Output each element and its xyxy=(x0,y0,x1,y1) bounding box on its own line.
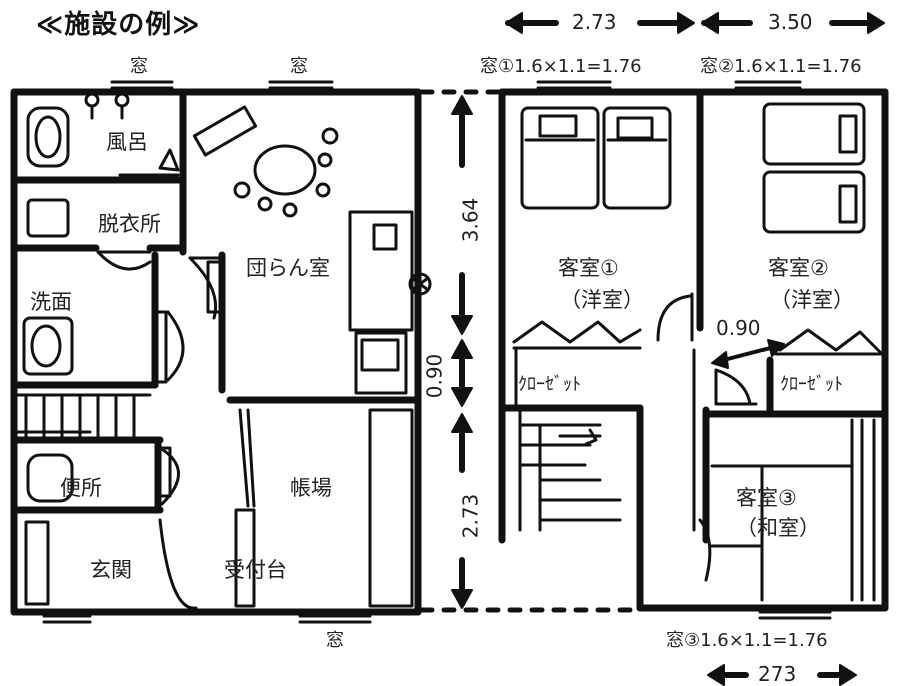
first-floor-walls xyxy=(10,88,422,616)
window-label-top-left: 窓 xyxy=(130,56,148,77)
window-spec-1: 窓①1.6×1.1=1.76 xyxy=(480,56,642,77)
closet-2: ｸﾛｰｾﾞｯﾄ xyxy=(780,374,843,395)
room-office: 帳場 xyxy=(290,476,332,500)
room-lounge: 団らん室 xyxy=(246,256,330,280)
window-label-top-center: 窓 xyxy=(290,56,308,77)
room-guest2-type: （洋室） xyxy=(770,288,854,312)
first-floor-details xyxy=(12,80,432,624)
room-guest3-type: （和室） xyxy=(736,516,820,540)
room-guest3: 客室③ xyxy=(736,486,797,510)
dim-vertical-middle: 0.90 xyxy=(422,353,447,399)
room-guest1: 客室① xyxy=(558,256,619,280)
room-washroom: 洗面 xyxy=(30,290,72,314)
window-spec-3: 窓③1.6×1.1=1.76 xyxy=(666,630,828,651)
window-label-bottom: 窓 xyxy=(326,630,344,651)
dim-vertical-upper: 3.64 xyxy=(458,197,483,243)
dim-top-right: 3.50 xyxy=(768,10,813,34)
room-guest2: 客室② xyxy=(768,256,829,280)
room-bath: 風呂 xyxy=(106,130,148,154)
room-dressing: 脱衣所 xyxy=(98,212,161,236)
room-guest1-type: （洋室） xyxy=(560,288,644,312)
dim-door-width: 0.90 xyxy=(716,316,761,340)
dashed-connectors xyxy=(419,89,643,613)
second-floor-details xyxy=(512,80,886,620)
dim-top-left: 2.73 xyxy=(572,10,617,34)
second-floor-walls xyxy=(498,88,889,612)
room-reception: 受付台 xyxy=(224,558,287,582)
closet-1: ｸﾛｰｾﾞｯﾄ xyxy=(518,374,581,395)
window-spec-2: 窓②1.6×1.1=1.76 xyxy=(700,56,862,77)
room-entrance: 玄関 xyxy=(90,558,132,582)
diagram-title: ≪施設の例≫ xyxy=(36,10,201,40)
room-toilet: 便所 xyxy=(60,476,102,500)
dim-vertical-lower: 2.73 xyxy=(458,493,483,539)
dimension-arrows xyxy=(451,12,885,686)
dim-bottom: 273 xyxy=(758,662,797,686)
